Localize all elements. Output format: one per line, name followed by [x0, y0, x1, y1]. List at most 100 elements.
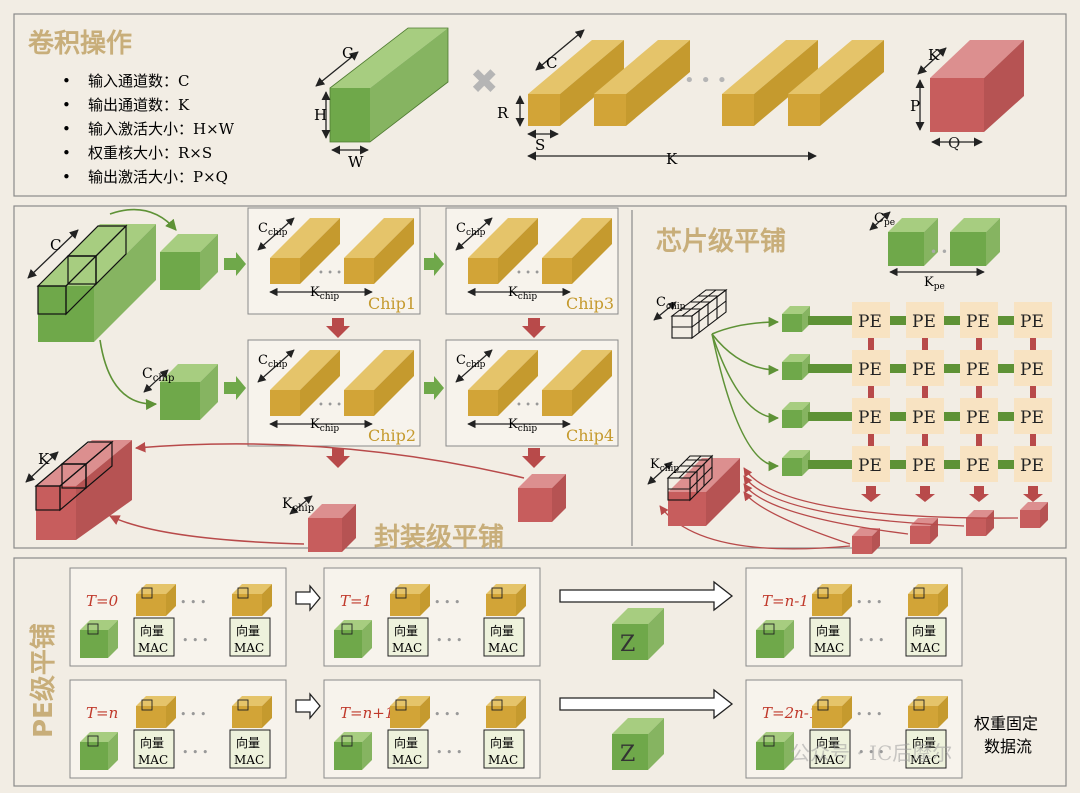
step-dots: • • • [856, 596, 882, 609]
multiply-icon: ✖ [470, 62, 499, 102]
chip-kchip-label: Kchip [650, 457, 679, 474]
chip-cchip-label: Cchip [258, 221, 288, 238]
mac-label: 向量 [140, 735, 164, 750]
kernel-dots: • • • [684, 70, 727, 91]
pe-weight-cube [908, 696, 948, 728]
mac-label: MAC [910, 753, 940, 767]
input-cube-grid: C [27, 224, 156, 342]
pe-input-cube [782, 402, 810, 428]
pe-tile-cubes: • • • Cpe Kpe [869, 211, 1000, 292]
section-convolution: 卷积操作 •输入通道数：C •输出通道数：K •输入激活大小：H×W •权重核大… [13, 13, 1067, 197]
pe-label: PE [912, 408, 936, 428]
pe-activation-cube [334, 732, 372, 770]
pe-cell: PE [1014, 446, 1052, 482]
pe-cell: PE [1014, 350, 1052, 386]
dataflow-note: 数据流 [984, 737, 1032, 756]
z-label: Z [620, 742, 635, 767]
step-dots: • • • [858, 746, 884, 759]
partial-output-right [518, 474, 566, 522]
pe-label: PE [1020, 408, 1044, 428]
pe-activation-cube [756, 620, 794, 658]
pe-input-cube [782, 354, 810, 380]
pe-cell: PE [960, 350, 998, 386]
pe-label: PE [966, 456, 990, 476]
step-dots: • • • [436, 634, 462, 647]
mac-label: 向量 [490, 623, 514, 638]
section-chip-tiling: 芯片级平铺 • • • Cpe Kpe [647, 211, 1052, 554]
chip-name: Chip4 [566, 426, 614, 445]
step-dots: • • • [436, 746, 462, 759]
section4-title: PE级平铺 [28, 623, 59, 738]
pe-cell: PE [906, 446, 944, 482]
mac-label: 向量 [394, 623, 418, 638]
step-dots: • • • [180, 708, 206, 721]
chip-cchip-label: Cchip [456, 221, 486, 238]
pe-label: PE [858, 360, 882, 380]
output-activation-cube: K P Q [910, 40, 1024, 152]
section1-title: 卷积操作 [28, 29, 132, 59]
svg-text:•: • [62, 72, 71, 90]
mac-label: 向量 [140, 623, 164, 638]
mac-label: MAC [392, 641, 422, 655]
chip-name: Chip1 [368, 294, 416, 313]
pe-cell: PE [960, 398, 998, 434]
bullet-list: •输入通道数：C •输出通道数：K •输入激活大小：H×W •权重核大小：R×S… [62, 72, 235, 186]
mac-label: 向量 [912, 623, 936, 638]
input-c-label: C [342, 44, 353, 62]
pe-output-cube [910, 518, 938, 544]
output-cube-grid: K [25, 440, 132, 540]
pe-activation-cube [80, 732, 118, 770]
pe-label: PE [966, 360, 990, 380]
chip-output-cube [666, 454, 740, 526]
chip-cchip-label: Cchip [656, 295, 686, 312]
dataflow-note: 权重固定 [974, 714, 1038, 733]
pe-weight-cube [812, 696, 852, 728]
step-dots: • • • [858, 634, 884, 647]
chip-dots: • • • [516, 268, 540, 279]
pe-weight-cube [486, 696, 526, 728]
pe-cell: PE [960, 302, 998, 338]
pe-weight-cube [232, 696, 272, 728]
mac-label: MAC [234, 753, 264, 767]
chip-kchip-label: Kchip [508, 285, 537, 302]
chip-kchip-label: Kchip [310, 417, 339, 434]
pe-label: PE [1020, 456, 1044, 476]
input-activation-cube: C H W [314, 27, 449, 171]
section3-title: 芯片级平铺 [656, 226, 786, 257]
vector-mac-unit: 向量 MAC [387, 617, 429, 657]
output-p-label: P [910, 97, 920, 115]
pe-cell: PE [906, 302, 944, 338]
pe-activation-cube [756, 732, 794, 770]
mac-label: MAC [814, 753, 844, 767]
pe-activation-cube [334, 620, 372, 658]
kernel-s-label: S [535, 136, 545, 154]
step-dots: • • • [182, 746, 208, 759]
time-step-label: T=n-1 [762, 592, 809, 610]
pe-weight-cube [136, 584, 176, 616]
time-step-label: T=n+1 [340, 704, 394, 722]
chip-name: Chip2 [368, 426, 416, 445]
kpe-label: Kpe [924, 275, 945, 292]
mac-label: MAC [910, 641, 940, 655]
step-arrows [295, 580, 734, 720]
mac-label: MAC [392, 753, 422, 767]
mac-label: 向量 [236, 735, 260, 750]
step-dots: • • • [856, 708, 882, 721]
weight-kernels: • • • C R S K [497, 29, 884, 168]
chip-weight-bar [344, 218, 414, 284]
z-label: Z [620, 632, 635, 657]
section1-frame [13, 13, 1067, 197]
time-step-label: T=0 [86, 592, 119, 610]
pe-label: PE [912, 312, 936, 332]
kernel-c-label: C [546, 54, 557, 72]
